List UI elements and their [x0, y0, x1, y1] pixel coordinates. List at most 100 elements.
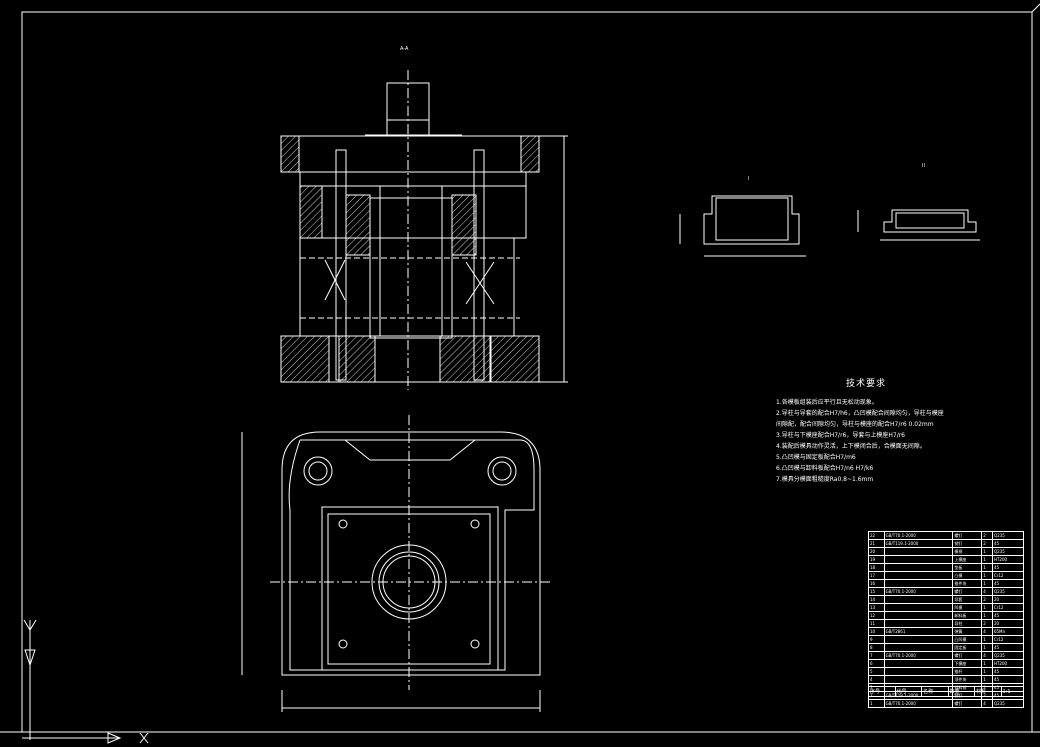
bom-cell: 18	[868, 563, 885, 572]
bom-cell: 6	[868, 659, 885, 668]
bom-cell: 20	[868, 547, 885, 556]
bom-cell: 45	[991, 539, 1025, 548]
bom-cell: 1	[981, 563, 993, 572]
tech-line: 3.导柱与下模座配合H7/r6，导套与上模座H7/r6	[776, 432, 905, 439]
bom-cell: HT200	[991, 659, 1025, 668]
bom-cell: 45	[991, 643, 1025, 652]
bom-cell: Q235	[991, 547, 1025, 556]
bom-cell: 65Mn	[991, 627, 1025, 636]
bom-cell: Q235	[991, 699, 1025, 708]
sheet-corner-line	[1031, 3, 1040, 13]
bom-cell	[883, 603, 954, 612]
bom-cell: 弹簧	[952, 627, 983, 636]
tb-scale: 1:1	[1000, 686, 1024, 697]
bom-cell	[883, 611, 954, 620]
bom-cell: 8	[868, 643, 885, 652]
bom-cell: 凸凹模	[952, 635, 983, 644]
bom-cell	[883, 675, 954, 684]
bom-cell: Cr12	[991, 603, 1025, 612]
bom-cell: 4	[981, 651, 993, 660]
bom-cell: 螺钉	[952, 531, 983, 540]
bom-cell: GB/T70.1-2000	[883, 651, 954, 660]
bom-cell	[883, 667, 954, 676]
bom-cell	[883, 659, 954, 668]
bom-cell: 4	[981, 627, 993, 636]
bom-cell	[883, 643, 954, 652]
tech-line: 间隙配，配合间隙均匀，导柱与模座的配合H7/r6 0.02mm	[776, 421, 934, 428]
plan-view	[241, 415, 552, 712]
bom-cell: 螺钉	[952, 651, 983, 660]
tech-requirements-heading: 技术要求	[845, 379, 886, 389]
bom-cell: GB/T2861	[883, 627, 954, 636]
tech-line: 1.各模板组装后应平行且无松动现象。	[776, 399, 878, 406]
bom-cell: GB/T70.1-2000	[883, 587, 954, 596]
tech-line: 2.导柱与导套的配合H7/h6，凸凹模配合间隙均匀，导柱与模座	[776, 410, 944, 417]
tech-line: 5.凸凹模与固定板配合H7/m6	[776, 454, 856, 461]
plan-outline	[281, 431, 541, 676]
section-label: A-A	[400, 46, 409, 52]
bom-cell: GB/T119.1-2000	[883, 539, 954, 548]
bom-cell: 1	[981, 667, 993, 676]
ucs-axis-icon	[22, 619, 149, 744]
bom-cell: 2	[981, 539, 993, 548]
bom-cell: 导柱	[952, 619, 983, 628]
bom-cell: 45	[991, 675, 1025, 684]
tech-line: 4.装配后模具动作灵活，上下模闭合后，合模面无间隙。	[776, 443, 926, 450]
bom-cell: 45	[991, 563, 1025, 572]
bom-cell: 模柄	[952, 547, 983, 556]
bom-cell: 固定板	[952, 643, 983, 652]
bom-cell: 螺钉	[952, 587, 983, 596]
bom-cell	[883, 579, 954, 588]
bom-cell	[883, 619, 954, 628]
bom-cell: 卸料板	[952, 611, 983, 620]
bom-cell: 45	[991, 611, 1025, 620]
bom-cell: 顶件块	[952, 675, 983, 684]
bom-cell: 11	[868, 619, 885, 628]
bom-cell: 推杆	[952, 667, 983, 676]
bom-cell: 45	[991, 667, 1025, 676]
bom-cell: 1	[981, 555, 993, 564]
bom-cell: 1	[981, 571, 993, 580]
bom-cell: 1	[981, 603, 993, 612]
bom-cell: 4	[981, 587, 993, 596]
bom-cell: 1	[981, 643, 993, 652]
bom-cell: GB/T70.1-2000	[883, 531, 954, 540]
bom-cell: 导套	[952, 595, 983, 604]
bom-cell: 销钉	[952, 539, 983, 548]
guide-hole-right	[487, 456, 517, 486]
detail-label-b: II	[922, 163, 925, 169]
bom-cell: 2	[981, 595, 993, 604]
bom-cell: 16	[868, 579, 885, 588]
bom-cell: GB/T70.1-2000	[883, 699, 954, 708]
bom-cell: 19	[868, 555, 885, 564]
bom-cell: 凸模	[952, 571, 983, 580]
detail-label-a: I	[748, 176, 750, 182]
bom-cell: 12	[868, 611, 885, 620]
bom-cell: Q235	[991, 651, 1025, 660]
bom-cell: 20	[991, 619, 1025, 628]
part-detail-a	[679, 195, 806, 257]
tb-col-index: 序号	[868, 686, 896, 697]
bom-cell: 1	[981, 547, 993, 556]
bom-cell: 7	[868, 651, 885, 660]
bom-cell	[883, 547, 954, 556]
bom-cell: 2	[981, 531, 993, 540]
title-block: 序号 代号 名称 数量 材料 1:1	[868, 686, 1024, 727]
